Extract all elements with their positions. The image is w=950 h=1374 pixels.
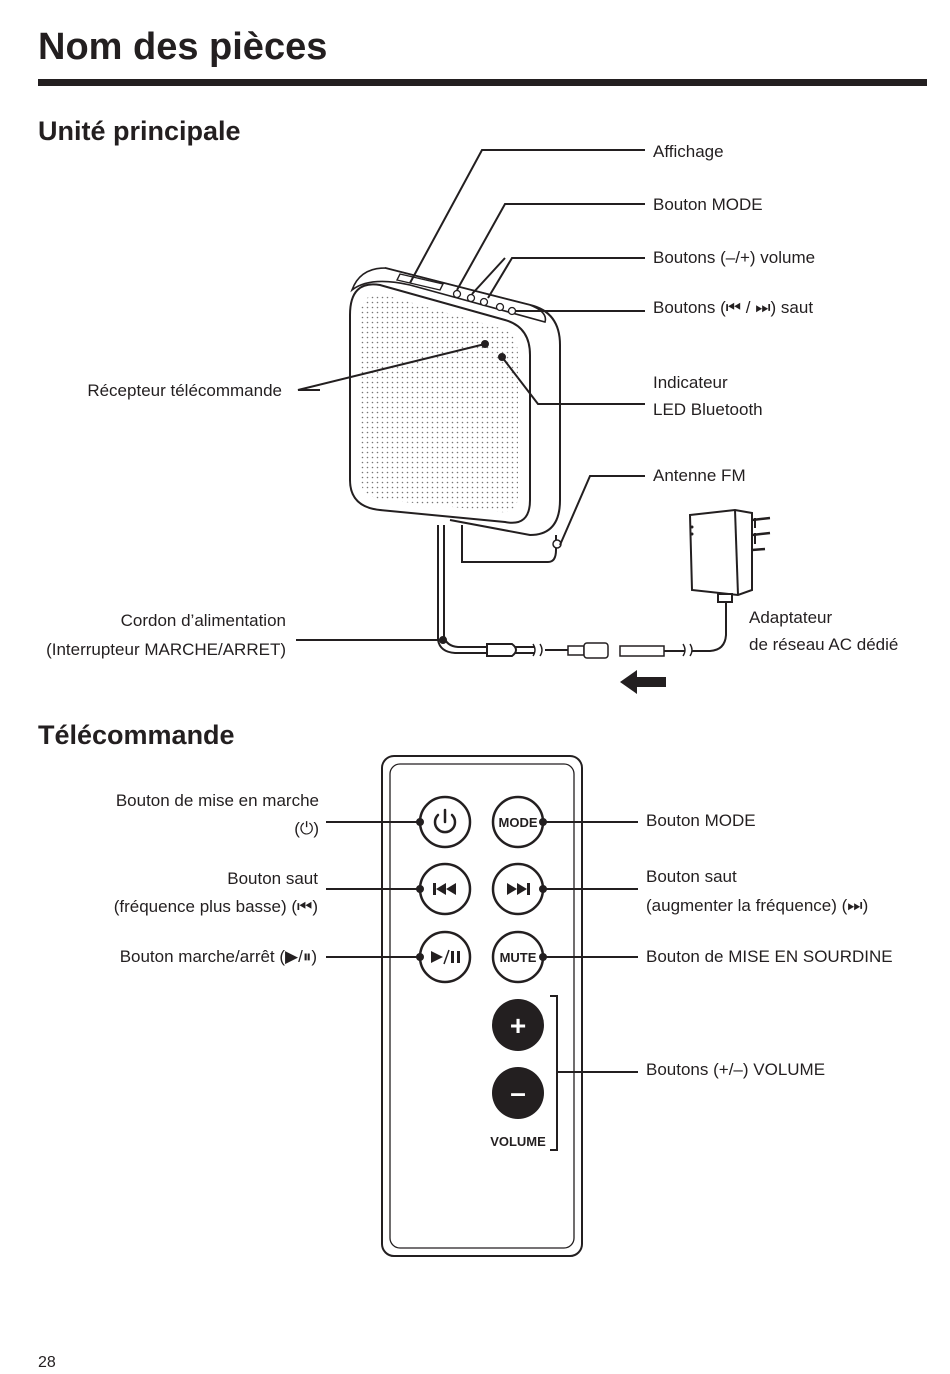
remote-mute-button: MUTE bbox=[491, 930, 545, 984]
label-bluetooth-led-line2: LED Bluetooth bbox=[653, 400, 763, 419]
label-mode-button: Bouton MODE bbox=[653, 195, 763, 214]
label-fm-antenna: Antenne FM bbox=[653, 466, 746, 485]
label-power-button: Bouton de mise en marche (⏻) bbox=[40, 787, 319, 843]
label-ac-adapter-line2: de réseau AC dédié bbox=[749, 635, 899, 654]
label-skip-down-line2: (fréquence plus basse) (⏮) bbox=[113, 897, 318, 916]
label-power-cord: Cordon d’alimentation (Interrupteur MARC… bbox=[30, 606, 286, 664]
main-unit-heading: Unité principale bbox=[38, 116, 241, 146]
leader-lines-main bbox=[297, 149, 645, 546]
label-skip-buttons: Boutons (⏮ / ⏭) saut bbox=[653, 298, 814, 317]
label-ac-adapter: Adaptateur de réseau AC dédié bbox=[749, 604, 898, 658]
title-rule bbox=[38, 79, 927, 86]
label-bluetooth-led: Indicateur LED Bluetooth bbox=[653, 369, 763, 423]
page-number: 28 bbox=[38, 1354, 56, 1371]
label-skip-up-line2: (augmenter la fréquence) (⏭) bbox=[646, 896, 869, 915]
ac-adapter-icon bbox=[688, 508, 771, 603]
arrow-left-icon bbox=[620, 670, 666, 694]
label-power-button-line1: Bouton de mise en marche bbox=[115, 791, 319, 810]
label-power-cord-line2: (Interrupteur MARCHE/ARRET) bbox=[46, 640, 286, 659]
label-ac-adapter-line1: Adaptateur bbox=[749, 608, 833, 627]
previous-track-icon bbox=[433, 883, 456, 895]
label-skip-down: Bouton saut (fréquence plus basse) (⏮) bbox=[40, 865, 318, 921]
label-power-cord-line1: Cordon d’alimentation bbox=[120, 611, 286, 630]
play-pause-icon bbox=[431, 949, 460, 965]
label-skip-down-line1: Bouton saut bbox=[227, 869, 318, 888]
remote-mute-button-label: MUTE bbox=[500, 950, 537, 965]
label-volume-buttons: Boutons (–/+) volume bbox=[653, 248, 816, 267]
label-volume: Boutons (+/–) VOLUME bbox=[646, 1060, 826, 1079]
remote-play-pause-button bbox=[418, 930, 472, 984]
remote-volume-up-button: + bbox=[492, 999, 544, 1051]
label-display: Affichage bbox=[653, 142, 724, 161]
volume-minus-label: – bbox=[510, 1077, 526, 1108]
remote-previous-button bbox=[418, 862, 472, 916]
label-skip-up: Bouton saut (augmenter la fréquence) (⏭) bbox=[646, 862, 868, 920]
label-remote-receiver: Récepteur télécommande bbox=[87, 381, 282, 400]
page-title: Nom des pièces bbox=[38, 26, 328, 68]
label-mute: Bouton de MISE EN SOURDINE bbox=[646, 947, 893, 966]
remote-mode-button: MODE bbox=[491, 795, 545, 849]
remote-next-button bbox=[491, 862, 545, 916]
remote-volume-down-button: – bbox=[492, 1067, 544, 1119]
label-skip-up-line1: Bouton saut bbox=[646, 867, 737, 886]
volume-plus-label: + bbox=[510, 1010, 526, 1041]
label-remote-mode: Bouton MODE bbox=[646, 811, 756, 830]
label-power-button-line2: (⏻) bbox=[294, 819, 319, 838]
remote-heading: Télécommande bbox=[38, 720, 235, 750]
label-play-pause: Bouton marche/arrêt (▶/⏸) bbox=[119, 947, 317, 966]
next-track-icon bbox=[507, 883, 530, 895]
remote-mode-button-label: MODE bbox=[499, 815, 538, 830]
power-icon bbox=[433, 808, 457, 834]
power-cord bbox=[296, 525, 727, 659]
label-bluetooth-led-line1: Indicateur bbox=[653, 373, 728, 392]
remote-power-button bbox=[418, 795, 472, 849]
leader-lines-remote bbox=[326, 818, 638, 1151]
volume-label: VOLUME bbox=[490, 1134, 546, 1149]
